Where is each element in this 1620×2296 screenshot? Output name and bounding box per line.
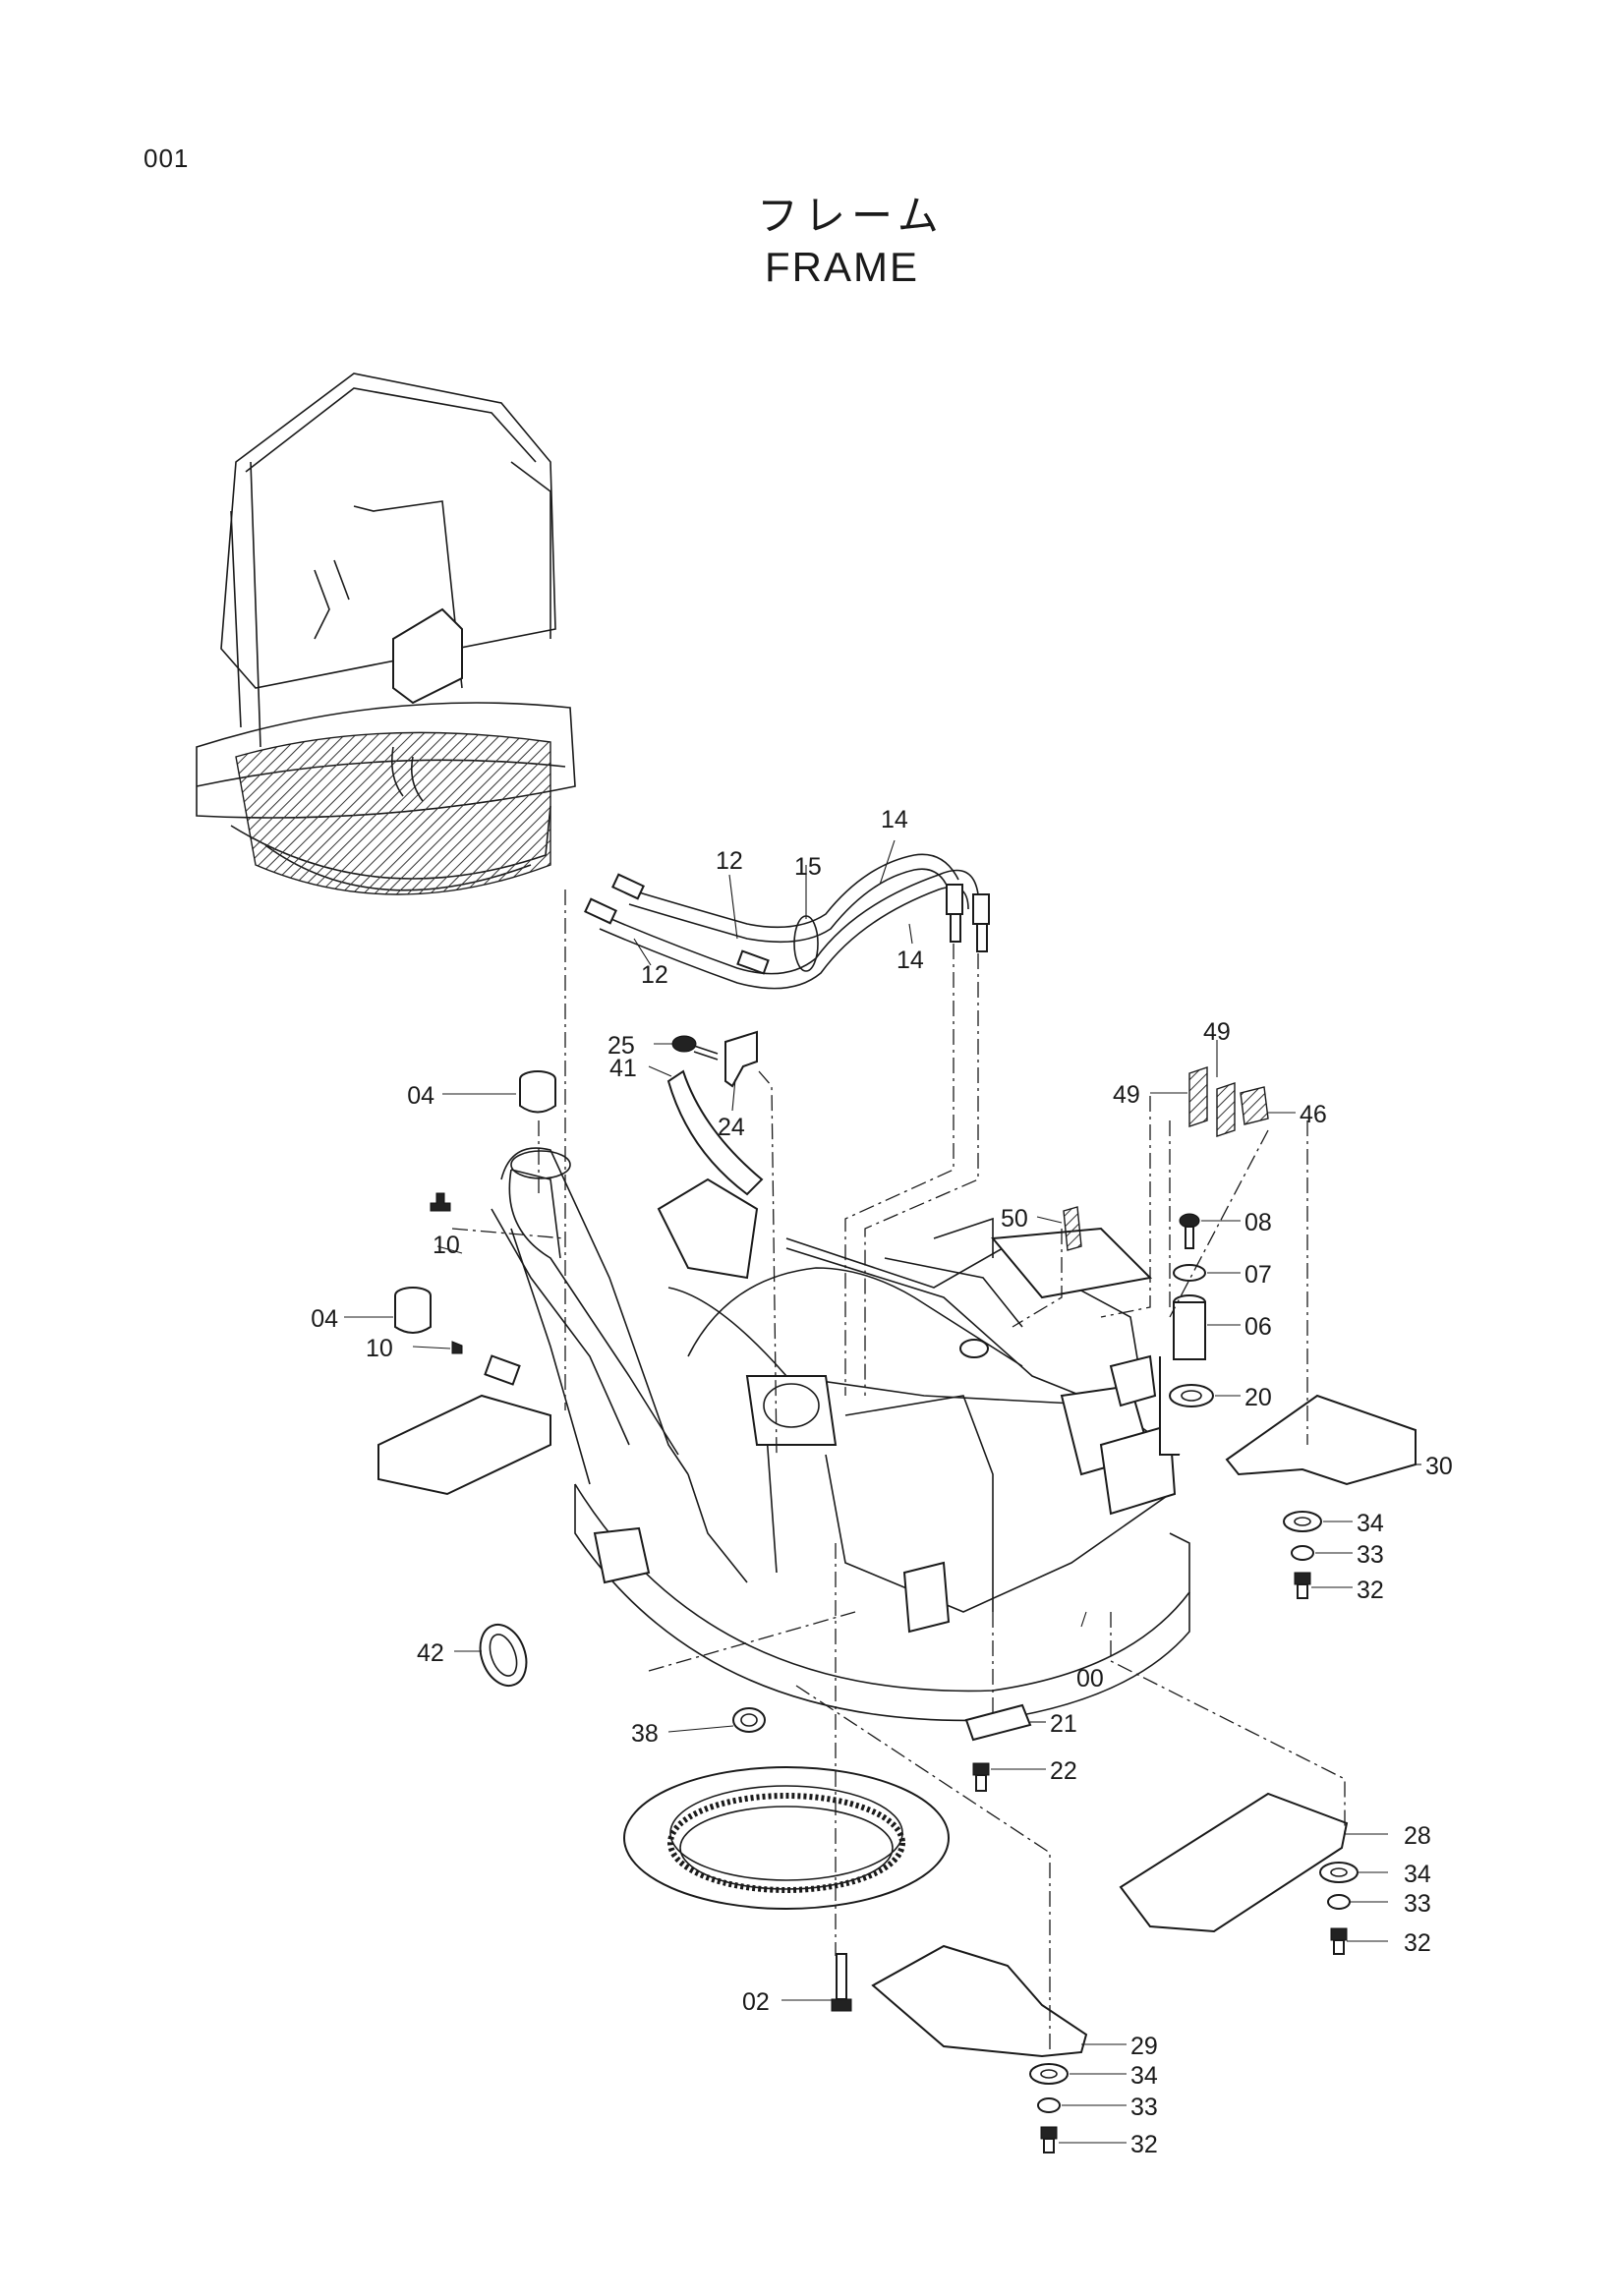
callout-00: 00	[1076, 1665, 1104, 1693]
callout-24: 24	[718, 1114, 745, 1141]
washer-34-c	[1029, 2063, 1069, 2085]
bolt-08	[1179, 1213, 1200, 1249]
bolt-02	[831, 1953, 852, 2012]
bracket-24	[724, 1030, 758, 1088]
callout-07: 07	[1244, 1261, 1272, 1289]
callout-02: 02	[742, 1988, 770, 2016]
left-cover-plate	[377, 1394, 551, 1496]
callout-32-a: 32	[1357, 1577, 1384, 1604]
callout-42: 42	[417, 1639, 444, 1667]
callout-41: 41	[609, 1055, 637, 1082]
bush-38	[732, 1707, 766, 1733]
lock-washer-33-b	[1327, 1894, 1351, 1910]
callout-32-c: 32	[1130, 2131, 1158, 2158]
callout-14-lower: 14	[897, 947, 924, 974]
assembly-guide-lines	[451, 890, 1346, 2049]
rubber-block-46	[1240, 1086, 1269, 1125]
callout-04-upper: 04	[407, 1082, 434, 1110]
callout-33-c: 33	[1130, 2094, 1158, 2121]
callout-10-upper: 10	[433, 1232, 460, 1259]
callout-34-c: 34	[1130, 2062, 1158, 2090]
callout-33-a: 33	[1357, 1541, 1384, 1569]
callout-33-b: 33	[1404, 1890, 1431, 1918]
callout-20: 20	[1244, 1384, 1272, 1411]
cover-plate-30	[1225, 1394, 1417, 1486]
seal-42	[479, 1624, 528, 1687]
callout-34-a: 34	[1357, 1510, 1384, 1537]
callout-50: 50	[1001, 1205, 1028, 1233]
bolt-32-b	[1330, 1927, 1348, 1955]
callout-14-upper: 14	[881, 806, 908, 833]
callout-15: 15	[794, 853, 822, 881]
callout-labels: 00 02 04 04 06 07 08 10 10 12 12 14 14 1…	[311, 806, 1453, 2158]
callout-49-left: 49	[1113, 1081, 1140, 1109]
left-arm-frame	[491, 1150, 759, 1456]
pin-06	[1173, 1294, 1206, 1360]
callout-12-lower: 12	[641, 961, 668, 989]
bolt-25	[671, 1035, 719, 1061]
grease-fitting-10-lower	[451, 1341, 521, 1386]
callout-30: 30	[1425, 1453, 1453, 1480]
title-english: FRAME	[765, 244, 919, 290]
callout-06: 06	[1244, 1313, 1272, 1341]
lock-washer-33-c	[1037, 2097, 1061, 2113]
lock-washer-33-a	[1291, 1545, 1314, 1561]
callout-04-lower: 04	[311, 1305, 338, 1333]
grease-fitting-10-upper	[430, 1192, 451, 1212]
bolt-32-a	[1294, 1572, 1311, 1599]
excavator-overview-illustration	[196, 373, 576, 895]
callout-22: 22	[1050, 1757, 1077, 1785]
rubber-block-49-b	[1216, 1082, 1236, 1137]
callout-38: 38	[631, 1720, 659, 1748]
plate-21	[964, 1703, 1032, 1742]
washer-07	[1173, 1264, 1206, 1282]
bush-04-lower	[394, 1287, 432, 1334]
callout-leader-lines	[344, 839, 1421, 2144]
rubber-block-50	[1063, 1206, 1082, 1251]
page-number: 001	[144, 144, 190, 173]
callout-29: 29	[1130, 2033, 1158, 2060]
upper-frame-assembly	[500, 1147, 1190, 1722]
title-japanese: フレーム	[757, 192, 945, 240]
bush-04-upper	[519, 1070, 556, 1114]
callout-49-top: 49	[1203, 1018, 1231, 1046]
cover-plate-28	[1119, 1792, 1349, 1933]
swing-bearing-ring	[623, 1766, 950, 1910]
callout-46: 46	[1300, 1101, 1327, 1128]
callout-10-lower: 10	[366, 1335, 393, 1362]
washer-20	[1169, 1384, 1214, 1407]
callout-32-b: 32	[1404, 1929, 1431, 1957]
hydraulic-hoses	[584, 853, 990, 990]
callout-25: 25	[608, 1032, 635, 1060]
callout-21: 21	[1050, 1710, 1077, 1738]
callout-12-upper: 12	[716, 847, 743, 875]
callout-28: 28	[1404, 1822, 1431, 1850]
cover-plate-29	[871, 1944, 1088, 2058]
bolt-22	[972, 1762, 990, 1792]
callout-08: 08	[1244, 1209, 1272, 1236]
bolt-32-c	[1040, 2126, 1058, 2153]
strap-41	[666, 1069, 764, 1196]
callout-34-b: 34	[1404, 1861, 1431, 1888]
washer-34-a	[1283, 1511, 1322, 1532]
washer-34-b	[1319, 1862, 1359, 1883]
rubber-block-49-a	[1188, 1066, 1208, 1127]
